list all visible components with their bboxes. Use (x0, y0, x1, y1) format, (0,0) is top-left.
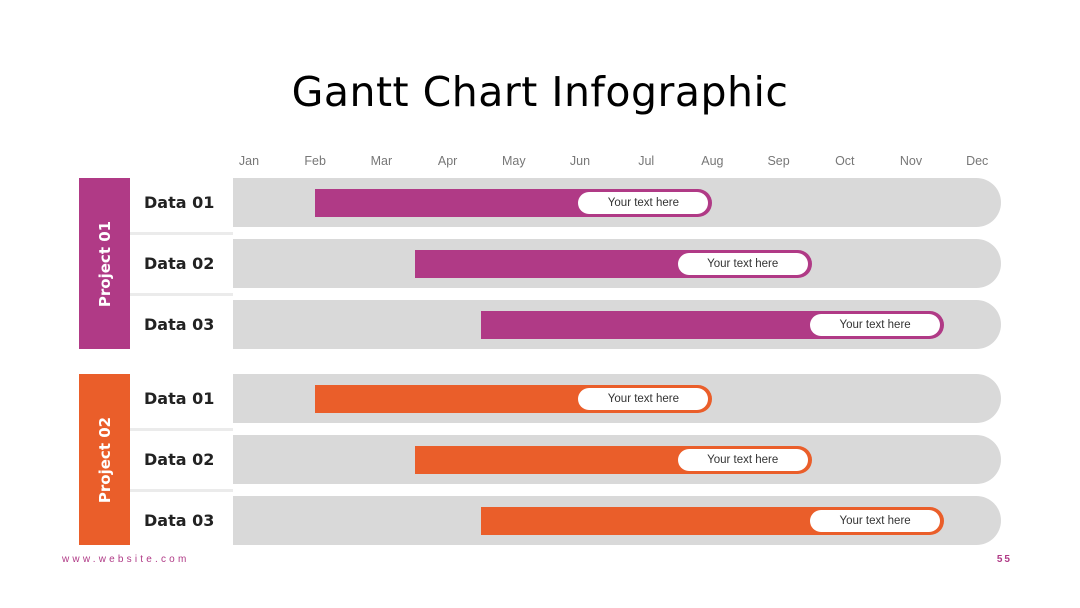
month-label: Jan (238, 154, 260, 168)
month-label: Oct (835, 154, 855, 168)
timeline-track: Your text here (233, 178, 1001, 227)
task-bar[interactable]: Your text here (480, 310, 945, 339)
timeline-track: Your text here (233, 300, 1001, 349)
task-bar-text: Your text here (578, 387, 709, 410)
month-label: Jul (638, 154, 655, 168)
project-label: Project 02 (95, 416, 114, 503)
task-bar-text: Your text here (677, 448, 808, 471)
task-label: Data 01 (130, 374, 233, 423)
task-bar-text: Your text here (810, 313, 941, 336)
project-tab: Project 02 (79, 374, 130, 545)
row-divider (130, 232, 233, 235)
month-label: May (501, 154, 526, 168)
task-bar-text: Your text here (578, 191, 709, 214)
month-label: Mar (370, 154, 393, 168)
month-label: Nov (899, 154, 923, 168)
task-label: Data 02 (130, 435, 233, 484)
timeline-track: Your text here (233, 496, 1001, 545)
timeline-track: Your text here (233, 239, 1001, 288)
task-bar-text: Your text here (677, 252, 808, 275)
row-divider (130, 428, 233, 431)
page-number: 55 (996, 554, 1012, 565)
task-bar[interactable]: Your text here (315, 384, 713, 413)
task-bar[interactable]: Your text here (315, 188, 713, 217)
task-label: Data 03 (130, 300, 233, 349)
task-bar-text: Your text here (810, 509, 941, 532)
project-label: Project 01 (95, 220, 114, 307)
month-label: Apr (437, 154, 458, 168)
month-label: Sep (767, 154, 790, 168)
task-label: Data 01 (130, 178, 233, 227)
task-label: Data 02 (130, 239, 233, 288)
task-label: Data 03 (130, 496, 233, 545)
month-label: Aug (701, 154, 724, 168)
timeline-track: Your text here (233, 374, 1001, 423)
footer-website[interactable]: www.website.com (62, 554, 190, 565)
task-bar[interactable]: Your text here (480, 506, 945, 535)
page-title: Gantt Chart Infographic (291, 68, 789, 116)
row-divider (130, 489, 233, 492)
month-label: Jun (569, 154, 591, 168)
project-tab: Project 01 (79, 178, 130, 349)
row-divider (130, 293, 233, 296)
task-bar[interactable]: Your text here (414, 249, 812, 278)
month-label: Feb (304, 154, 326, 168)
timeline-track: Your text here (233, 435, 1001, 484)
month-label: Dec (966, 154, 989, 168)
task-bar[interactable]: Your text here (414, 445, 812, 474)
